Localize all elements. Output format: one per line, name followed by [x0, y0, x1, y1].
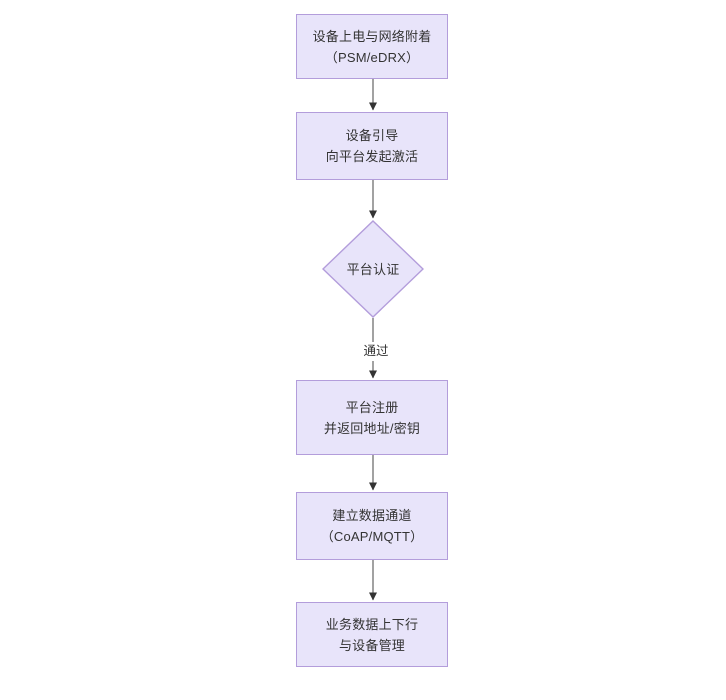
- node-platform-authentication[interactable]: 平台认证: [322, 220, 424, 318]
- node-line: 平台认证: [346, 261, 400, 277]
- node-line: 平台注册: [345, 399, 399, 415]
- edge-label-pass: 通过: [354, 342, 398, 361]
- node-line: 业务数据上下行: [325, 616, 419, 632]
- node-business-data-and-device-management[interactable]: 业务数据上下行 与设备管理: [296, 602, 448, 667]
- node-line: （CoAP/MQTT）: [320, 529, 424, 544]
- node-line: 向平台发起激活: [325, 149, 419, 164]
- node-line: 设备上电与网络附着: [312, 28, 432, 44]
- diamond-shape: [322, 220, 424, 318]
- node-device-power-on[interactable]: 设备上电与网络附着 （PSM/eDRX）: [296, 14, 448, 79]
- node-device-bootstrap[interactable]: 设备引导 向平台发起激活: [296, 112, 448, 180]
- node-line: 建立数据通道: [332, 508, 412, 523]
- node-line: 设备引导: [345, 128, 399, 143]
- node-line: 并返回地址/密钥: [323, 420, 421, 436]
- node-line: 与设备管理: [338, 637, 405, 653]
- node-platform-registration[interactable]: 平台注册 并返回地址/密钥: [296, 380, 448, 455]
- node-line: （PSM/eDRX）: [324, 49, 420, 65]
- node-establish-data-channel[interactable]: 建立数据通道 （CoAP/MQTT）: [296, 492, 448, 560]
